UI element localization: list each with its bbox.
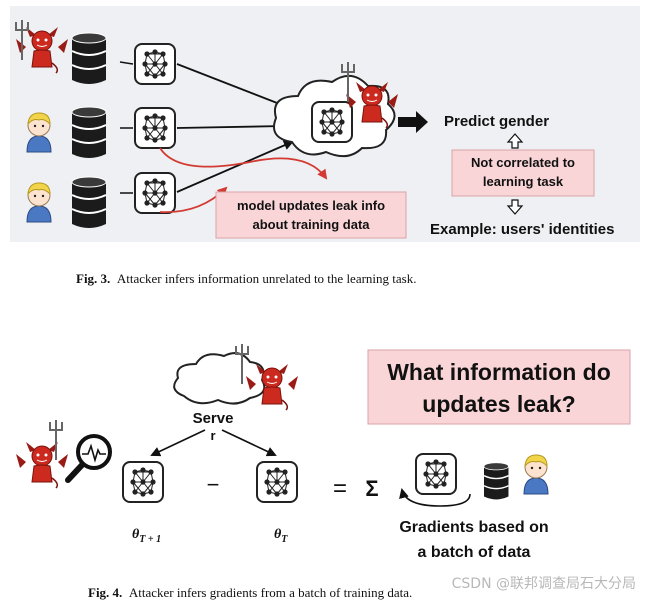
fig3-caption: Fig. 3. Attacker infers information unre… — [76, 271, 416, 286]
leak-info-line2: about training data — [253, 217, 371, 232]
database-icon — [71, 106, 107, 159]
fig3-caption-text: Attacker infers information unrelated to… — [117, 271, 417, 286]
fig4-caption: Fig. 4. Attacker infers gradients from a… — [88, 585, 412, 600]
user-icon — [26, 182, 52, 223]
watermark: CSDN @联邦调查局石大分局 — [452, 576, 636, 592]
neural-network-icon — [311, 101, 353, 143]
theta-next-symbol: θ — [132, 527, 140, 542]
magnifier-icon — [65, 434, 112, 483]
theta-next-label: θT + 1 — [132, 527, 161, 545]
neural-network-icon — [256, 461, 298, 503]
theta-current-subscript: T — [281, 534, 288, 545]
user-icon — [26, 112, 52, 153]
question-box — [367, 349, 631, 425]
leak-curve — [159, 147, 328, 180]
not-correlated-line2: learning task — [483, 174, 564, 189]
neural-network-icon — [134, 43, 176, 85]
fig4-caption-label: Fig. 4. — [88, 585, 122, 600]
database-icon — [71, 176, 107, 229]
database-icon — [483, 462, 510, 501]
leak-info-line1: model updates leak info — [237, 198, 385, 213]
question-line2: updates leak? — [422, 391, 575, 417]
leak-info-box — [215, 191, 407, 239]
not-correlated-line1: Not correlated to — [471, 155, 575, 170]
theta-current-label: θT — [274, 527, 288, 545]
gradients-line1: Gradients based on — [399, 519, 548, 536]
not-correlated-box — [451, 149, 595, 197]
predict-gender-label: Predict gender — [444, 113, 549, 130]
user-icon — [523, 454, 549, 495]
serve-round-label: r — [210, 428, 215, 443]
question-line1: What information do — [387, 359, 611, 385]
gradient-loop-arrow — [399, 488, 471, 507]
sigma-sign: Σ — [365, 476, 378, 501]
fig4-caption-text: Attacker infers gradients from a batch o… — [129, 585, 412, 600]
devil-icon — [15, 419, 69, 489]
neural-network-icon — [134, 172, 176, 214]
theta-current-symbol: θ — [274, 527, 282, 542]
cloud-icon — [173, 352, 266, 405]
result-arrow — [398, 111, 428, 133]
neural-network-icon — [415, 453, 457, 495]
example-identities-label: Example: users' identities — [430, 221, 614, 238]
serve-label: Serve — [193, 410, 234, 427]
theta-next-subscript: T + 1 — [139, 534, 161, 545]
database-icon — [71, 32, 107, 85]
gradients-line2: a batch of data — [418, 544, 531, 561]
neural-network-icon — [134, 107, 176, 149]
equals-sign: = — [333, 475, 347, 502]
fig3-caption-label: Fig. 3. — [76, 271, 110, 286]
minus-sign: − — [207, 472, 220, 497]
neural-network-icon — [122, 461, 164, 503]
